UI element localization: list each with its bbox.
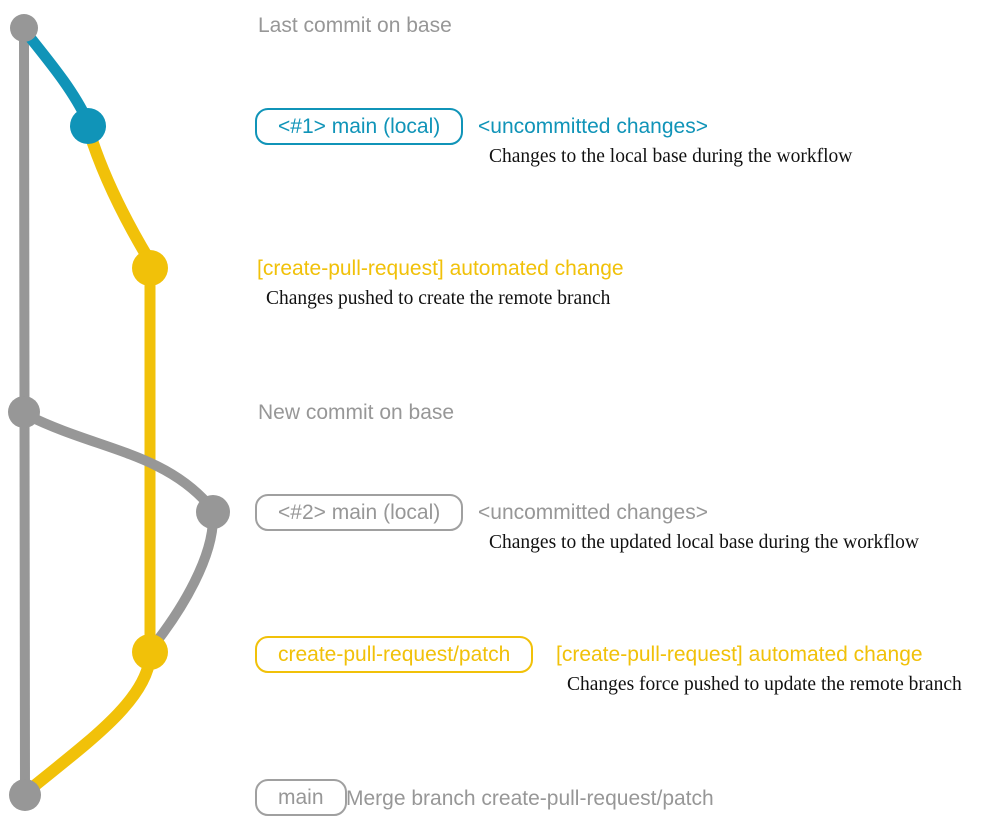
commit-dot-new-commit-on-base — [8, 396, 40, 428]
commit-message-automated-change-1: [create-pull-request] automated change — [257, 257, 624, 280]
commit-message-automated-change-2: [create-pull-request] automated change — [556, 643, 923, 666]
uncommitted-2-branch-curve-in — [149, 513, 218, 650]
label-new-commit-on-base: New commit on base — [258, 401, 455, 424]
commit-message-merge: Merge branch create-pull-request/patch — [346, 787, 714, 810]
commit-note-automated-change-2: Changes force pushed to update the remot… — [567, 674, 962, 695]
branch-tag-create-pull-request-patch: create-pull-request/patch — [255, 636, 534, 673]
commit-dot-uncommitted-changes-2 — [196, 495, 230, 529]
commit-message-uncommitted-1: <uncommitted changes> — [478, 115, 708, 138]
commit-dot-merge-commit — [9, 779, 41, 811]
commit-graph — [8, 14, 230, 811]
commit-note-uncommitted-1: Changes to the local base during the wor… — [489, 146, 853, 167]
branch-tag-main-local-2: <#2> main (local) — [255, 494, 464, 531]
commit-note-uncommitted-2: Changes to the updated local base during… — [489, 532, 919, 553]
commit-dot-uncommitted-changes-1 — [70, 108, 106, 144]
commit-note-automated-change-1: Changes pushed to create the remote bran… — [266, 288, 611, 309]
uncommitted-2-branch-curve-out — [22, 410, 213, 509]
patch-merge-curve — [22, 651, 156, 797]
commit-dot-last-commit-on-base — [10, 14, 38, 42]
branch-tag-main-local-1: <#1> main (local) — [255, 108, 464, 145]
branch-tag-main: main — [255, 779, 347, 816]
uncommitted-1-branch-curve — [19, 25, 93, 126]
commit-message-uncommitted-2: <uncommitted changes> — [478, 501, 708, 524]
label-last-commit-on-base: Last commit on base — [258, 14, 452, 37]
commit-dot-automated-change-1 — [132, 250, 168, 286]
patch-branch-curve-top — [83, 125, 154, 264]
commit-dot-automated-change-2 — [132, 634, 168, 670]
